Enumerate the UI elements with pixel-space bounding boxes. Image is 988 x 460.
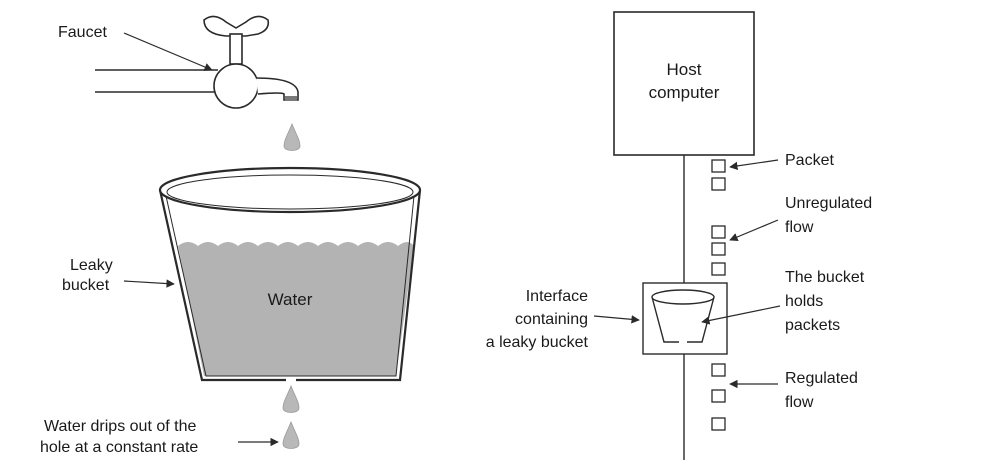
packet-icon — [711, 159, 726, 173]
holds-label-line1: The bucket — [785, 269, 865, 286]
interface-label-line3: a leaky bucket — [486, 334, 589, 351]
interface-arrow — [593, 315, 640, 324]
unregulated-arrow — [729, 219, 779, 241]
host-computer-box — [613, 11, 755, 156]
packet-icon — [711, 177, 726, 191]
holds-label-line2: holds — [785, 293, 823, 310]
drip-label-line1: Water drips out of the — [44, 418, 196, 435]
unregulated-label-line2: flow — [785, 219, 814, 236]
water-drop-icon — [283, 122, 301, 151]
packet-label: Packet — [785, 152, 834, 169]
host-label-line1: Host — [667, 60, 702, 79]
regulated-label-line1: Regulated — [785, 370, 858, 387]
interface-label-line1: Interface — [526, 288, 588, 305]
holds-arrow — [701, 305, 781, 325]
water-drop-icon — [282, 384, 300, 413]
packet-icon — [711, 242, 726, 256]
packet-icon — [711, 262, 726, 276]
packet-icon — [711, 417, 726, 431]
leaky-bucket-icon — [158, 166, 422, 382]
faucet-arrow — [123, 32, 213, 71]
packet-icon — [711, 363, 726, 377]
packet-icon — [711, 225, 726, 239]
bucket-label-line2: bucket — [62, 277, 110, 294]
packet-icon — [711, 389, 726, 403]
host-label-line2: computer — [649, 83, 720, 102]
water-label: Water — [268, 290, 313, 309]
faucet-label: Faucet — [58, 24, 107, 41]
drip-label-line2: hole at a constant rate — [40, 439, 198, 456]
regulated-label-line2: flow — [785, 394, 814, 411]
water-drop-icon — [282, 420, 300, 449]
unregulated-label-line1: Unregulated — [785, 195, 872, 212]
bucket-arrow — [123, 279, 175, 288]
holds-label-line3: packets — [785, 317, 840, 334]
bucket-label-line1: Leaky — [70, 257, 113, 274]
interface-label-line2: containing — [515, 311, 588, 328]
packet-arrow — [729, 159, 779, 171]
faucet-icon — [95, 15, 299, 109]
